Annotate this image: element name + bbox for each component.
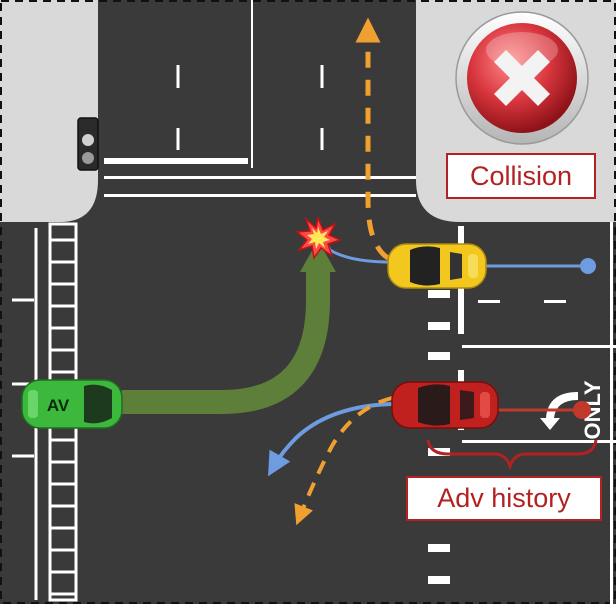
adv-history-brace <box>426 439 598 471</box>
av-path-arrowhead <box>300 240 336 272</box>
traffic-light-icon <box>77 117 99 171</box>
north-stop-line <box>104 158 416 197</box>
adv-history-label: Adv history <box>406 476 602 521</box>
x-mark-icon <box>455 11 589 145</box>
other-car-start-point <box>580 258 596 274</box>
adversarial-car <box>391 381 499 429</box>
adv-car-start-point <box>573 401 591 419</box>
av-car: AV <box>21 379 123 429</box>
explosion-icon <box>295 215 343 260</box>
turn-arrow-marking <box>540 392 578 430</box>
adv-car-predicted-path <box>268 402 393 477</box>
adv-car-planned-path <box>294 396 393 526</box>
av-planned-path <box>122 268 330 414</box>
north-lane-markings <box>176 0 324 168</box>
other-car <box>387 243 487 289</box>
west-crosswalk-rungs <box>50 238 76 596</box>
other-car-planned-path <box>355 17 390 261</box>
collision-label: Collision <box>446 153 596 199</box>
av-label: AV <box>47 396 70 415</box>
